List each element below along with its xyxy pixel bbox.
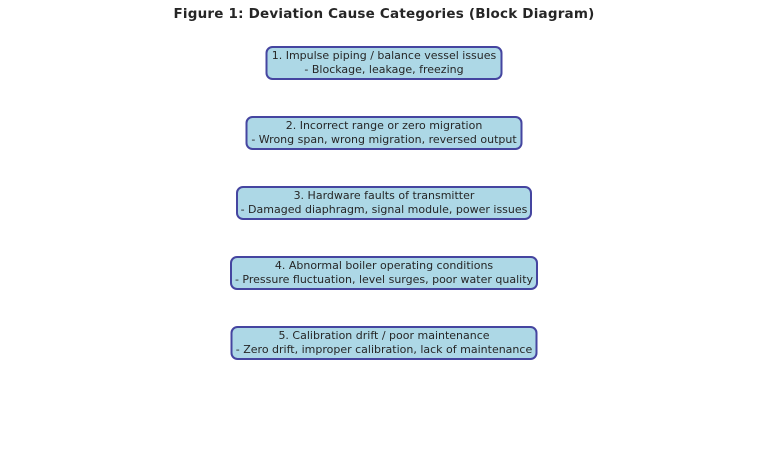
figure-title: Figure 1: Deviation Cause Categories (Bl…	[173, 6, 595, 22]
block-title: 1. Impulse piping / balance vessel issue…	[271, 49, 497, 62]
block-abnormal-boiler: 4. Abnormal boiler operating conditions …	[230, 256, 538, 290]
block-title: 3. Hardware faults of transmitter	[293, 189, 475, 202]
block-detail: - Pressure fluctuation, level surges, po…	[234, 273, 534, 286]
block-detail: - Damaged diaphragm, signal module, powe…	[240, 203, 528, 216]
block-incorrect-range: 2. Incorrect range or zero migration - W…	[245, 116, 523, 150]
block-title: 2. Incorrect range or zero migration	[285, 119, 483, 132]
block-title: 4. Abnormal boiler operating conditions	[274, 259, 494, 272]
block-title: 5. Calibration drift / poor maintenance	[278, 329, 490, 342]
block-calibration-drift: 5. Calibration drift / poor maintenance …	[230, 326, 538, 360]
block-hardware-faults: 3. Hardware faults of transmitter - Dama…	[236, 186, 532, 220]
block-detail: - Blockage, leakage, freezing	[304, 63, 464, 76]
block-detail: - Wrong span, wrong migration, reversed …	[251, 133, 517, 146]
block-detail: - Zero drift, improper calibration, lack…	[235, 343, 533, 356]
block-impulse-piping: 1. Impulse piping / balance vessel issue…	[265, 46, 503, 80]
